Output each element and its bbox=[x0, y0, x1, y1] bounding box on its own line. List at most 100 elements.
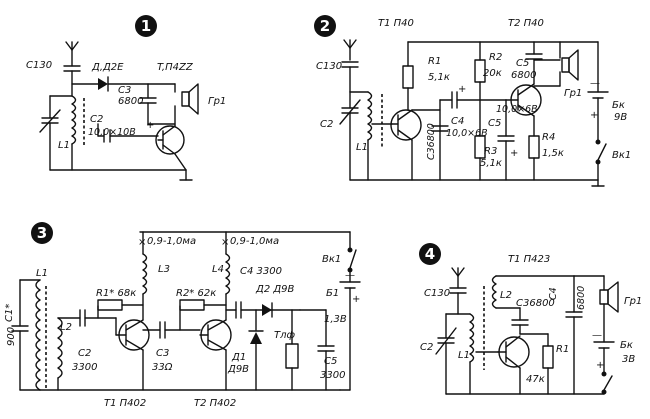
c5b-value-label: 10,0×6В bbox=[496, 104, 538, 115]
l2-label: L2 bbox=[60, 322, 72, 333]
battery-minus-label: — bbox=[345, 270, 355, 281]
circuit-4-number-badge bbox=[419, 243, 441, 265]
d1-value-label: Д9В bbox=[227, 364, 249, 375]
circuit-4: 4 T1 П423 C130 C2 L1 bbox=[419, 243, 642, 395]
l1-label: L1 bbox=[36, 268, 48, 279]
c1-label: C130 bbox=[26, 60, 52, 71]
current1-label: 0,9-1,0ма bbox=[147, 236, 196, 247]
diode-d1-icon bbox=[248, 330, 264, 344]
c4-value-label: 10,0×6В bbox=[446, 128, 488, 139]
c2-label: C2 bbox=[90, 114, 103, 125]
c2-name-label: C2 bbox=[78, 348, 91, 359]
transistor-t2-icon bbox=[505, 83, 542, 117]
inductor-l1-icon bbox=[71, 95, 77, 145]
t2-label: T2 П40 bbox=[508, 18, 544, 29]
c3-value-label: 33Ω bbox=[152, 362, 173, 373]
antenna-icon bbox=[65, 41, 79, 67]
speaker-icon bbox=[181, 83, 199, 115]
inductor-l1-icon bbox=[469, 313, 475, 363]
c1-label: C130 bbox=[424, 288, 450, 299]
speaker-label: Гр1 bbox=[624, 296, 642, 307]
c5-value-label: 6800 bbox=[511, 70, 536, 81]
circuit-3-number: 3 bbox=[37, 224, 47, 242]
r4-value-label: 1,5к bbox=[542, 148, 564, 159]
c5-value-label: 3300 bbox=[320, 370, 345, 381]
r1-label: R1* 68к bbox=[96, 288, 136, 299]
transistor-label: T,П4ZZ bbox=[157, 62, 194, 73]
diode-label: Д,Д2Е bbox=[91, 62, 124, 73]
current2-label: 0,9-1,0ма bbox=[230, 236, 279, 247]
transistor-t2-icon bbox=[199, 319, 232, 351]
c2-value-label: 10,0×10В bbox=[88, 127, 136, 138]
circuit-1: 1 C130 Д,Д2Е T,П4ZZ Гр1 bbox=[26, 15, 226, 181]
c2-label: C2 bbox=[320, 119, 333, 130]
l1-label: L1 bbox=[58, 140, 70, 151]
circuit-1-number-badge bbox=[135, 15, 157, 37]
r1-name-label: R1 bbox=[428, 56, 441, 67]
circuit-1-number: 1 bbox=[141, 17, 151, 35]
r4-name-label: R4 bbox=[542, 132, 555, 143]
c3-name-label: C3 bbox=[118, 85, 131, 96]
c4-name-label: C4 bbox=[451, 116, 464, 127]
inductor-l2-icon bbox=[491, 275, 497, 309]
c3-name-label: C3 bbox=[156, 348, 169, 359]
ammeter2-mark: × bbox=[221, 237, 229, 248]
antenna-icon bbox=[451, 267, 465, 289]
ammeter1-mark: × bbox=[138, 237, 146, 248]
c5-name-label: C5 bbox=[516, 58, 529, 69]
c3-label: C36800 bbox=[426, 123, 437, 160]
t1-label: T1 П402 bbox=[104, 398, 146, 409]
battery-label: Бк bbox=[620, 340, 633, 351]
inductor-l1-icon bbox=[367, 91, 373, 141]
battery-value-label: 1,3В bbox=[324, 314, 347, 325]
circuit-4-number: 4 bbox=[425, 245, 435, 263]
r1-name-label: R1 bbox=[556, 344, 569, 355]
battery-plus-label: + bbox=[590, 110, 598, 121]
transistor-t1-icon bbox=[115, 319, 150, 351]
transistor-icon bbox=[497, 335, 530, 369]
t1-label: T1 П40 bbox=[378, 18, 414, 29]
c4-label: C4 3300 bbox=[240, 266, 282, 277]
d2-label: Д2 Д9В bbox=[255, 284, 295, 295]
capacitor-c5-icon bbox=[525, 53, 543, 60]
circuit-2-number: 2 bbox=[320, 17, 330, 35]
inductor-l1-icon bbox=[35, 279, 41, 391]
c4-name-label: C4 bbox=[548, 287, 559, 300]
battery-value-label: 3В bbox=[622, 354, 635, 365]
c2-label: C2 bbox=[420, 342, 433, 353]
c5b-plus-label: + bbox=[510, 148, 518, 159]
battery-plus-label: + bbox=[596, 360, 604, 371]
tlf-label: Тлф bbox=[274, 330, 296, 341]
c1-value-label: 900 bbox=[6, 327, 17, 346]
l1-label: L1 bbox=[458, 350, 470, 361]
battery-label: Б1 bbox=[326, 288, 339, 299]
c4-plus-label: + bbox=[458, 84, 466, 95]
battery-plus-label: + bbox=[352, 294, 360, 305]
r1-value-label: 5,1к bbox=[428, 72, 450, 83]
l2-label: L2 bbox=[500, 290, 512, 301]
c1-plus-label: + bbox=[146, 120, 154, 131]
circuit-3-number-badge bbox=[31, 222, 53, 244]
r2-label: R2* 62к bbox=[176, 288, 216, 299]
l1-label: L1 bbox=[356, 142, 368, 153]
c4-value-label: 6800 bbox=[576, 286, 587, 310]
battery-minus-label: — bbox=[592, 330, 602, 341]
c5b-name-label: C5 bbox=[488, 118, 501, 129]
battery-value-label: 9В bbox=[614, 112, 627, 123]
switch-icon bbox=[595, 139, 607, 165]
speaker-label: Гр1 bbox=[564, 88, 582, 99]
l4-label: L4 bbox=[212, 264, 224, 275]
inductor-l4-icon bbox=[225, 253, 231, 295]
switch-label: Вк1 bbox=[322, 254, 341, 265]
speaker-label: Гр1 bbox=[208, 96, 226, 107]
c1-label: C130 bbox=[316, 61, 342, 72]
r1-value-label: 47к bbox=[526, 374, 545, 385]
r3-value-label: 5,1к bbox=[480, 158, 502, 169]
c3-label: C36800 bbox=[516, 298, 555, 309]
c1-label: C1* bbox=[4, 304, 15, 322]
battery-label: Бк bbox=[612, 100, 625, 111]
switch-label: Вк1 bbox=[612, 150, 631, 161]
